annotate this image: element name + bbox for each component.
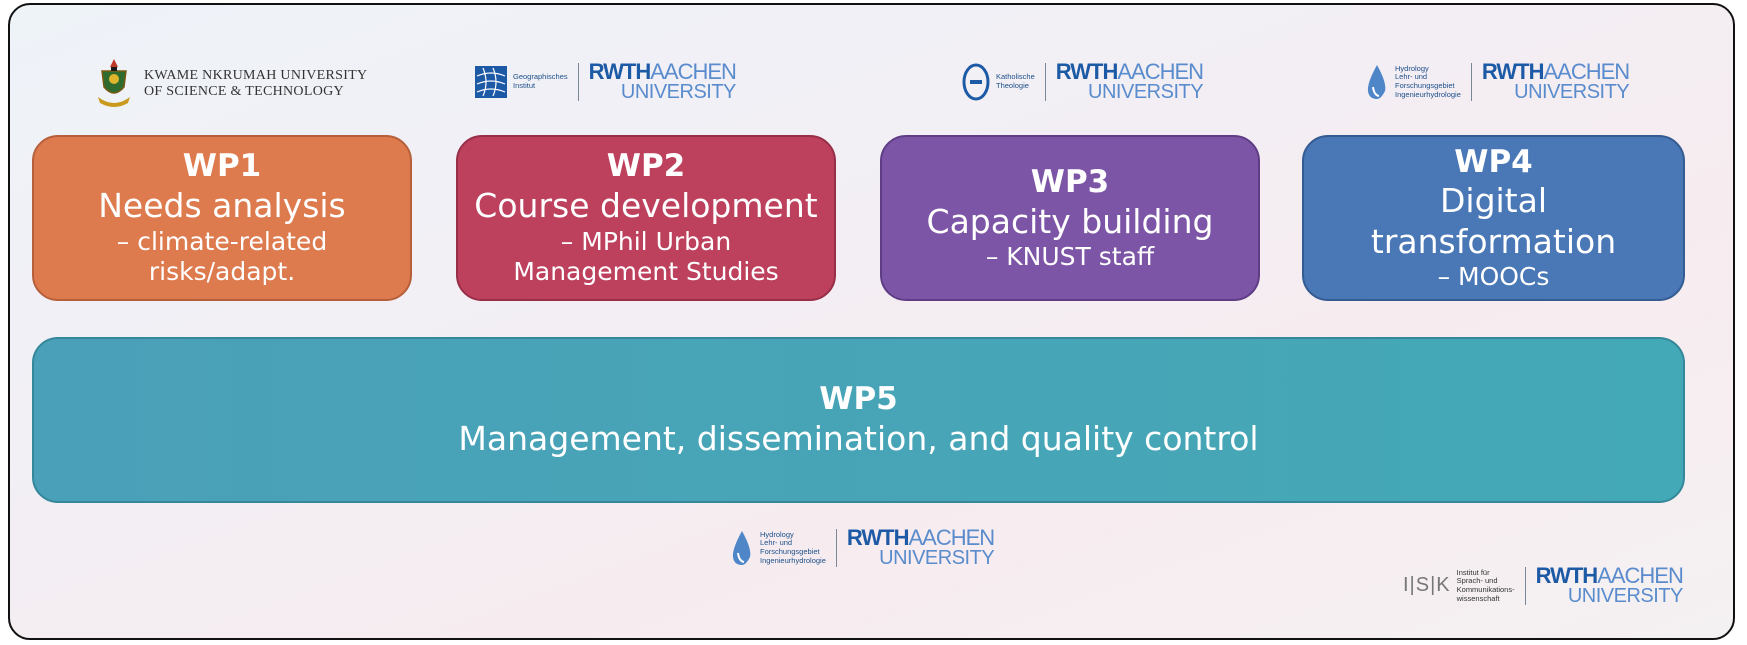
rwth-wordmark: RWTHAACHEN UNIVERSITY (846, 525, 995, 569)
rwth-university: UNIVERSITY (1088, 80, 1204, 103)
rwth-wordmark: RWTHAACHEN UNIVERSITY (1535, 563, 1684, 607)
wp4-box: WP4 Digital transformation – MOOCs (1302, 135, 1685, 301)
isk-line1: Institut für (1456, 567, 1490, 577)
hydro-line4: Ingenieurhydrologie (1395, 89, 1461, 99)
water-drop-icon (732, 530, 751, 565)
rwth-university: UNIVERSITY (1567, 584, 1684, 607)
rwth-light: AACHEN (1543, 59, 1630, 84)
wp2-sub2: Management Studies (513, 257, 779, 287)
wp4-title-line1: Digital (1439, 181, 1548, 221)
water-drop-icon (1367, 64, 1386, 99)
isk-abbr: I|S|K (1403, 574, 1451, 597)
isk-line4: wissenschaft (1456, 593, 1500, 603)
wp2-sub1: – MPhil Urban (560, 226, 732, 256)
wp3-box: WP3 Capacity building – KNUST staff (880, 135, 1260, 301)
wp4-id: WP4 (1454, 143, 1533, 180)
logo-divider (1470, 62, 1472, 101)
rwth-light: AACHEN (650, 59, 737, 84)
rwth-university: UNIVERSITY (620, 80, 737, 103)
wp1-sub1: – climate-related (116, 226, 328, 256)
rwth-bold: RWTH (588, 59, 652, 84)
knust-logo: KWAME NKRUMAH UNIVERSITY OF SCIENCE & TE… (94, 57, 367, 111)
hydro-line4: Ingenieurhydrologie (760, 555, 826, 565)
isk-line3: Kommunikations- (1456, 584, 1515, 594)
rwth-light: AACHEN (1597, 563, 1684, 588)
theo-line2: Theologie (996, 81, 1029, 90)
rwth-university: UNIVERSITY (1514, 80, 1630, 103)
logo-divider (835, 528, 837, 567)
hydro-line1: Hydrology (1395, 63, 1429, 73)
theo-line1: Katholische (996, 72, 1035, 82)
isk-line2: Sprach- und (1456, 576, 1498, 586)
logo-divider (577, 62, 579, 101)
logo-divider (1044, 63, 1046, 101)
wp4-title-line2: transformation (1370, 221, 1617, 261)
wp1-box: WP1 Needs analysis – climate-related ris… (32, 135, 412, 301)
hydro-line3: Forschungsgebiet (1395, 80, 1455, 90)
rwth-bold: RWTH (1055, 59, 1119, 85)
rwth-wordmark: RWTHAACHEN UNIVERSITY (588, 59, 737, 103)
rwth-isk-logo: I|S|K Institut für Sprach- und Kommunika… (1403, 563, 1684, 607)
wp1-sub2: risks/adapt. (148, 257, 296, 287)
geo-line2: Institut (513, 80, 536, 90)
logo-divider (1524, 566, 1526, 605)
rwth-bold: RWTH (1535, 563, 1599, 588)
rwth-wordmark: RWTHAACHEN UNIVERSITY (1055, 59, 1204, 103)
geo-line1: Geographisches (513, 72, 568, 82)
hydro-line1: Hydrology (760, 529, 794, 539)
globe-grid-icon (475, 65, 507, 98)
rwth-light: AACHEN (908, 525, 995, 550)
theology-circle-icon (962, 63, 990, 101)
rwth-university: UNIVERSITY (879, 546, 995, 569)
rwth-theology-logo: Katholische Theologie RWTHAACHEN UNIVERS… (960, 59, 1204, 103)
wp1-id: WP1 (182, 148, 262, 185)
wp2-id: WP2 (606, 148, 686, 185)
wp3-title: Capacity building (926, 201, 1214, 241)
rwth-geo-logo: Geographisches Institut RWTHAACHEN UNIVE… (475, 59, 737, 103)
rwth-bold: RWTH (1481, 59, 1545, 84)
wp3-sub1: – KNUST staff (985, 241, 1155, 271)
rwth-wordmark: RWTHAACHEN UNIVERSITY (1481, 59, 1630, 103)
hydro-line2: Lehr- und (760, 538, 793, 548)
wp5-title: Management, dissemination, and quality c… (458, 418, 1259, 458)
knust-crest-icon (98, 59, 130, 107)
wp3-id: WP3 (1030, 163, 1110, 200)
wp5-id: WP5 (819, 380, 898, 417)
hydro-line2: Lehr- und (1395, 72, 1428, 82)
rwth-light: AACHEN (1117, 59, 1204, 85)
hydro-line3: Forschungsgebiet (760, 546, 820, 556)
wp4-sub1: – MOOCs (1437, 261, 1550, 291)
wp2-box: WP2 Course development – MPhil Urban Man… (456, 135, 836, 301)
rwth-hydro-logo-top: Hydrology Lehr- und Forschungsgebiet Ing… (1365, 59, 1630, 103)
wp1-title: Needs analysis (98, 186, 346, 226)
knust-line1: KWAME NKRUMAH UNIVERSITY (144, 68, 368, 84)
knust-line2: OF SCIENCE & TECHNOLOGY (144, 84, 344, 99)
wp5-box: WP5 Management, dissemination, and quali… (32, 337, 1685, 503)
diagram-frame: KWAME NKRUMAH UNIVERSITY OF SCIENCE & TE… (8, 3, 1735, 640)
rwth-hydro-logo-bottom: Hydrology Lehr- und Forschungsgebiet Ing… (730, 525, 995, 569)
rwth-bold: RWTH (846, 525, 910, 550)
wp2-title: Course development (474, 186, 818, 226)
